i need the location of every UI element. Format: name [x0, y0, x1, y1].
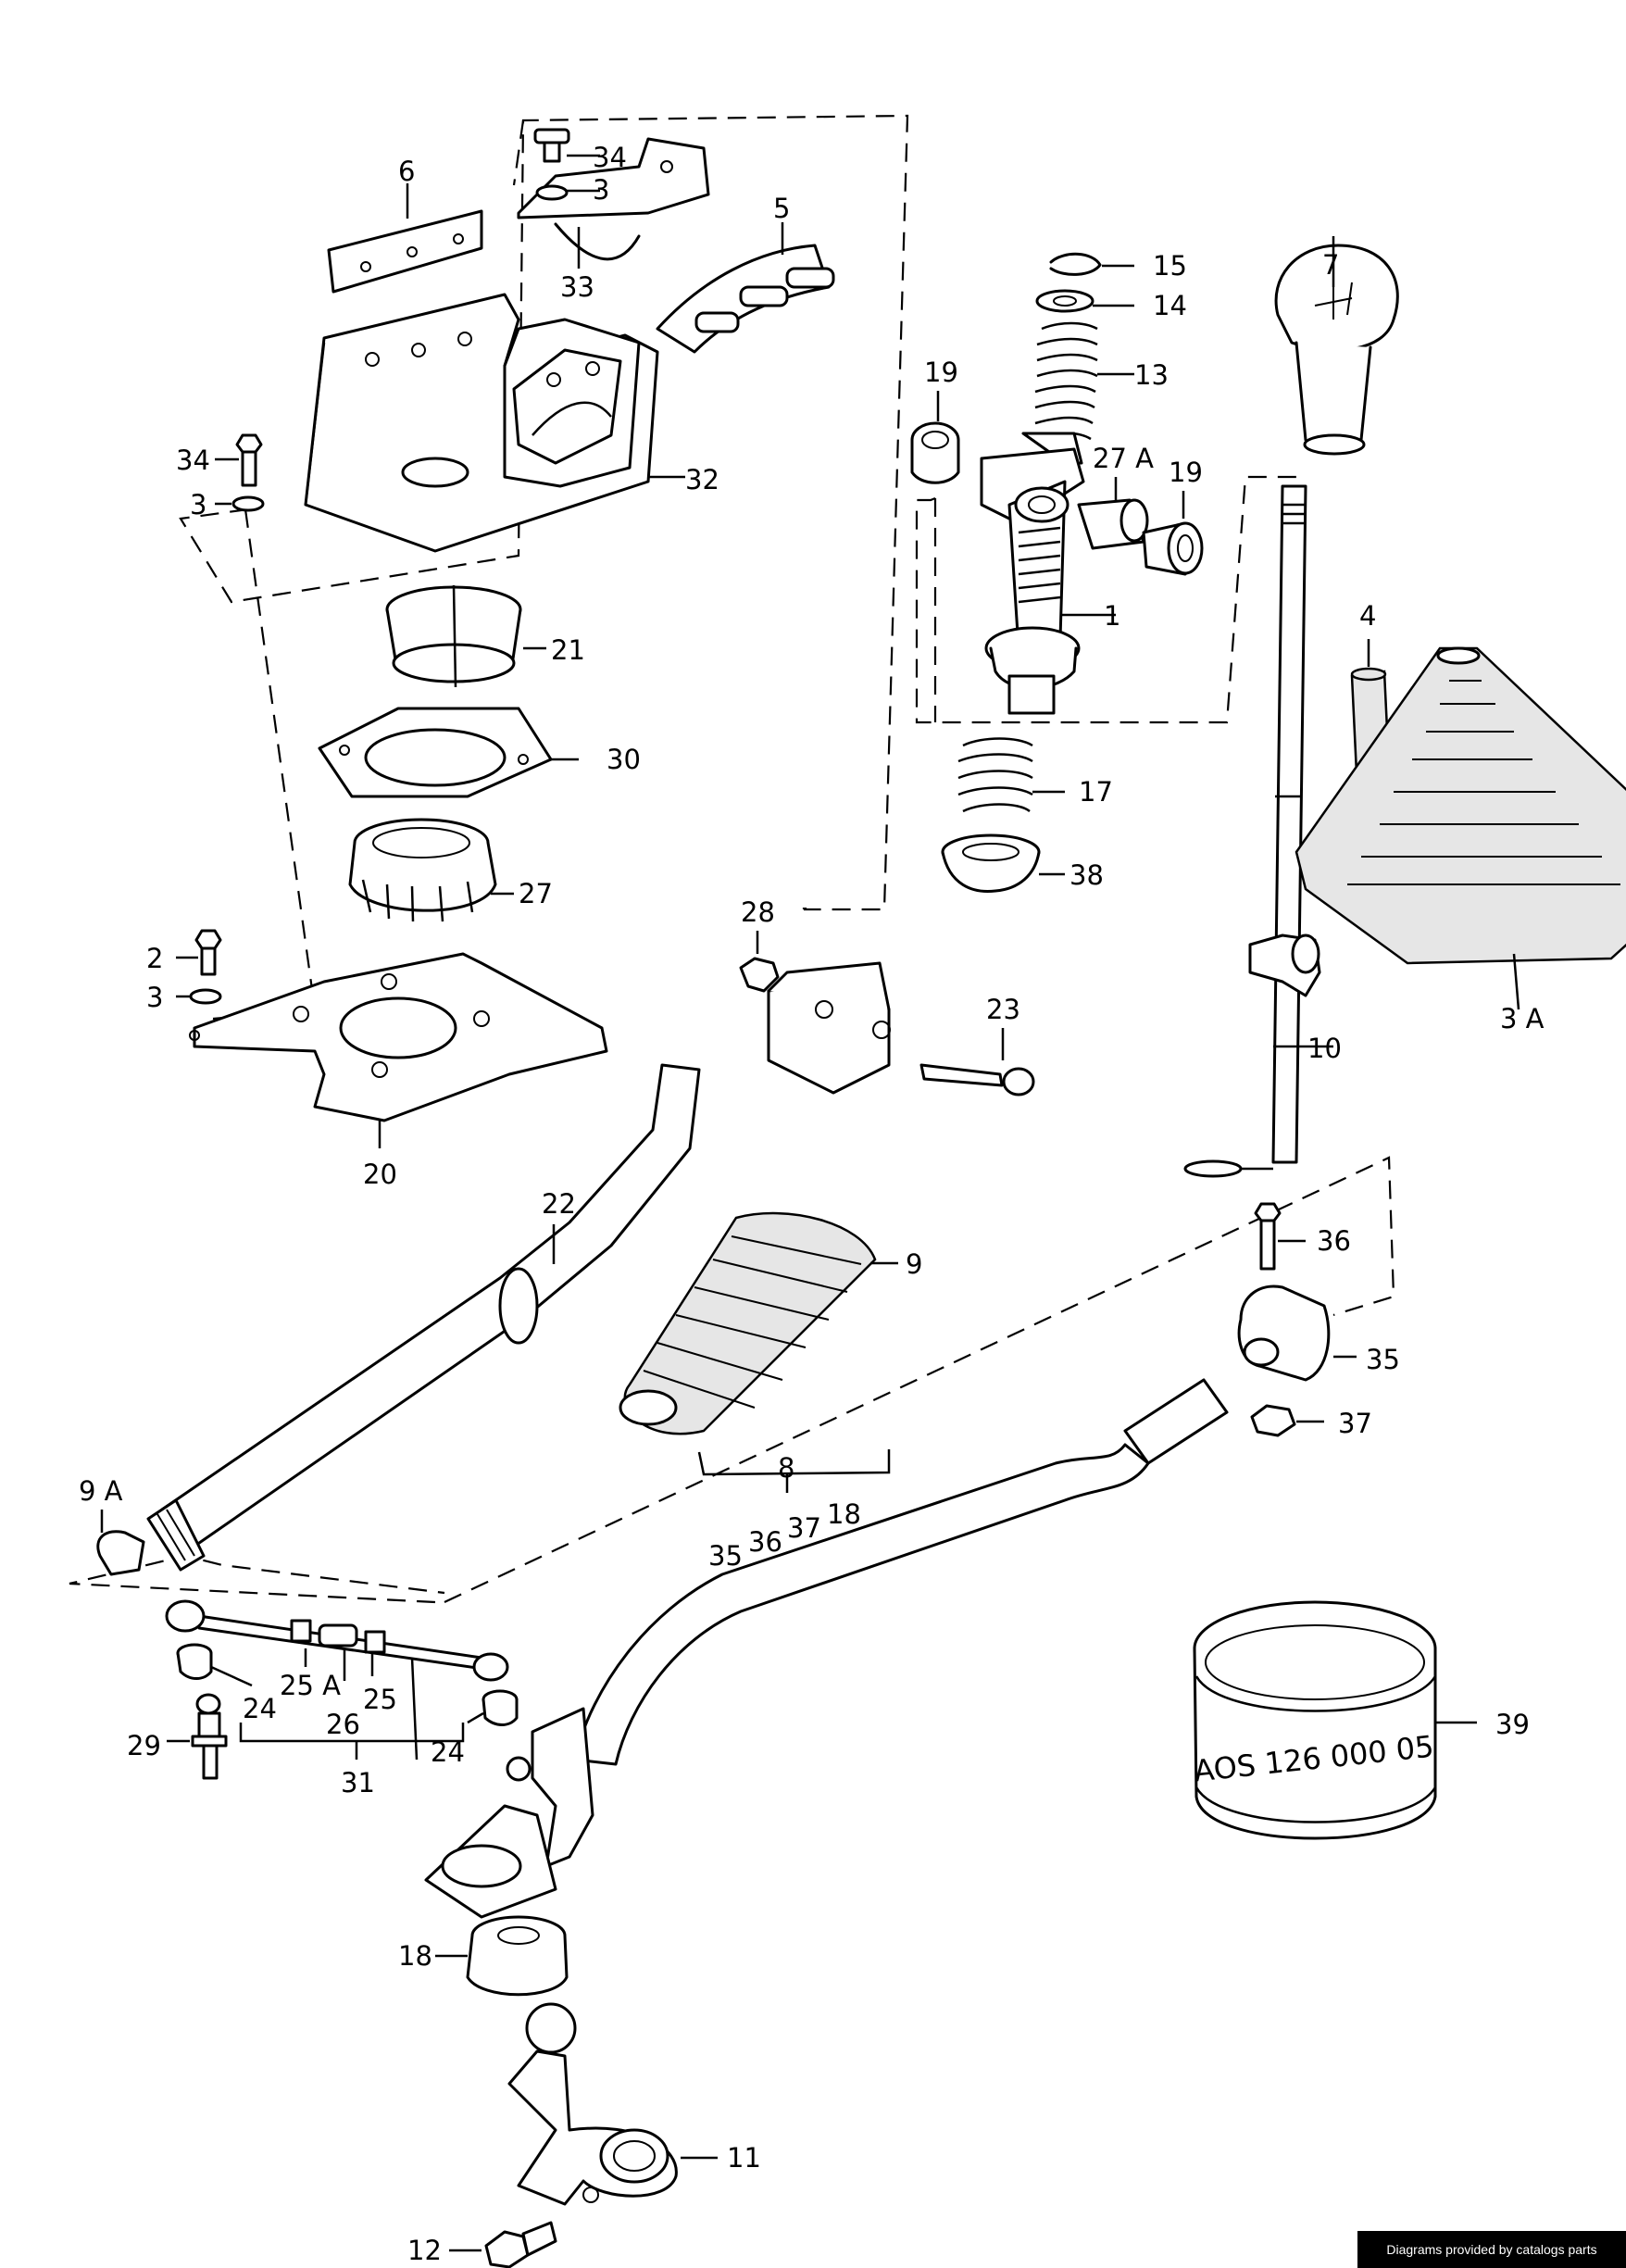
callout-10: 10	[1307, 1033, 1342, 1064]
part-15-circlip	[1049, 252, 1134, 276]
part-3a-boot	[1295, 646, 1626, 1010]
callout-12: 12	[407, 2235, 442, 2266]
credit-banner: Diagrams provided by catalogs parts	[1357, 2231, 1626, 2268]
part-5-sector	[656, 222, 835, 354]
callout-18: 18	[827, 1498, 861, 1530]
callout-21: 21	[551, 634, 585, 666]
callout-31: 31	[341, 1767, 375, 1798]
part-lower-bracket	[424, 1707, 594, 1919]
part-7-knob	[1274, 236, 1399, 456]
callout-8: 8	[778, 1452, 794, 1484]
callout-3a: 3 A	[1500, 1003, 1545, 1034]
part-17-spring	[957, 737, 1065, 813]
callout-5: 5	[773, 193, 790, 224]
callout-1: 1	[1104, 600, 1120, 632]
part-28-nut	[739, 931, 780, 993]
part-9-bellows	[619, 1211, 898, 1435]
callout-35: 35	[1366, 1344, 1400, 1375]
part-2-bolt	[176, 929, 222, 976]
callout-37: 37	[787, 1512, 821, 1544]
part-9a-cap	[96, 1510, 145, 1576]
part-23-screw	[919, 1028, 1035, 1096]
callout-2: 2	[146, 943, 163, 974]
callout-7: 7	[1322, 249, 1339, 281]
part-34-bolt-left	[215, 433, 263, 487]
part-11-lever-arm	[507, 2002, 718, 2206]
callout-36: 36	[1317, 1225, 1351, 1257]
callout-36: 36	[748, 1526, 782, 1558]
part-38-cup	[941, 833, 1065, 893]
part-26-linkage-rod	[165, 1599, 509, 1682]
callout-3: 3	[146, 982, 163, 1013]
part-29-ball-pin	[167, 1693, 228, 1780]
callout-37: 37	[1338, 1408, 1372, 1439]
callout-20: 20	[363, 1159, 397, 1190]
callout-labels: 6 34 3 33 5 15 14 13 7 19 27 A 19 1 34 3…	[79, 142, 1545, 2266]
part-30-gasket	[318, 707, 579, 798]
callout-29: 29	[127, 1730, 161, 1761]
part-14-washer	[1035, 289, 1134, 313]
part-19-bushing-left	[910, 391, 960, 484]
callout-26: 26	[326, 1709, 360, 1740]
callout-3: 3	[190, 489, 206, 520]
part-18-bushing	[435, 1915, 569, 1997]
part-3-washer-left	[215, 495, 265, 512]
part-8-shift-rod	[572, 1378, 1229, 1766]
callout-3: 3	[593, 174, 609, 206]
callout-25a: 25 A	[280, 1670, 341, 1701]
part-32-housing	[304, 293, 685, 553]
callout-24: 24	[243, 1693, 277, 1724]
part-39-sleeve	[1193, 1600, 1477, 1840]
part-6-plate	[327, 183, 483, 294]
callout-39: 39	[1495, 1709, 1530, 1740]
part-13-spring	[1034, 321, 1134, 441]
part-31-bracket-line	[239, 1657, 465, 1761]
part-35-clamp	[1237, 1284, 1357, 1382]
part-19-bushing-right	[1142, 491, 1204, 576]
part-36-bolt	[1254, 1202, 1306, 1271]
callout-34: 34	[176, 445, 210, 476]
part-21-sleeve	[385, 584, 546, 688]
callout-32: 32	[685, 464, 719, 495]
callout-38: 38	[1069, 859, 1104, 891]
part-27a-bush	[1077, 477, 1149, 550]
callout-13: 13	[1134, 359, 1169, 391]
callout-25: 25	[363, 1684, 397, 1715]
callout-27: 27	[519, 878, 553, 909]
callout-35: 35	[708, 1540, 743, 1572]
part-37-nut	[1250, 1404, 1324, 1437]
part-12-screw	[449, 2221, 557, 2268]
callout-30: 30	[607, 744, 641, 775]
callout-27a: 27 A	[1093, 443, 1154, 474]
callout-15: 15	[1153, 250, 1187, 282]
callout-19: 19	[924, 357, 958, 388]
callout-9a: 9 A	[79, 1475, 123, 1507]
callout-22: 22	[542, 1188, 576, 1220]
callout-19: 19	[1169, 457, 1203, 488]
callout-4: 4	[1359, 600, 1376, 632]
callout-6: 6	[398, 156, 415, 187]
callout-24: 24	[431, 1736, 465, 1768]
part-22-tube	[146, 961, 891, 1572]
callout-14: 14	[1153, 290, 1187, 321]
part-33-bracket	[517, 128, 710, 269]
part-10-lever	[1183, 484, 1333, 1178]
part-20-base-plate	[189, 952, 608, 1148]
part-3-washer-mid	[176, 988, 222, 1005]
callout-17: 17	[1079, 776, 1113, 808]
callout-18: 18	[398, 1940, 432, 1972]
callout-11: 11	[727, 2142, 761, 2174]
part-24-bush-right	[467, 1689, 519, 1726]
callout-33: 33	[560, 271, 594, 303]
callout-28: 28	[741, 896, 775, 928]
part-24-bush-left	[176, 1643, 253, 1687]
callout-23: 23	[986, 994, 1020, 1025]
callout-34: 34	[593, 142, 627, 173]
part-1-selector	[980, 432, 1116, 715]
callout-9: 9	[906, 1248, 922, 1280]
part-27-ring-nut	[348, 818, 514, 922]
